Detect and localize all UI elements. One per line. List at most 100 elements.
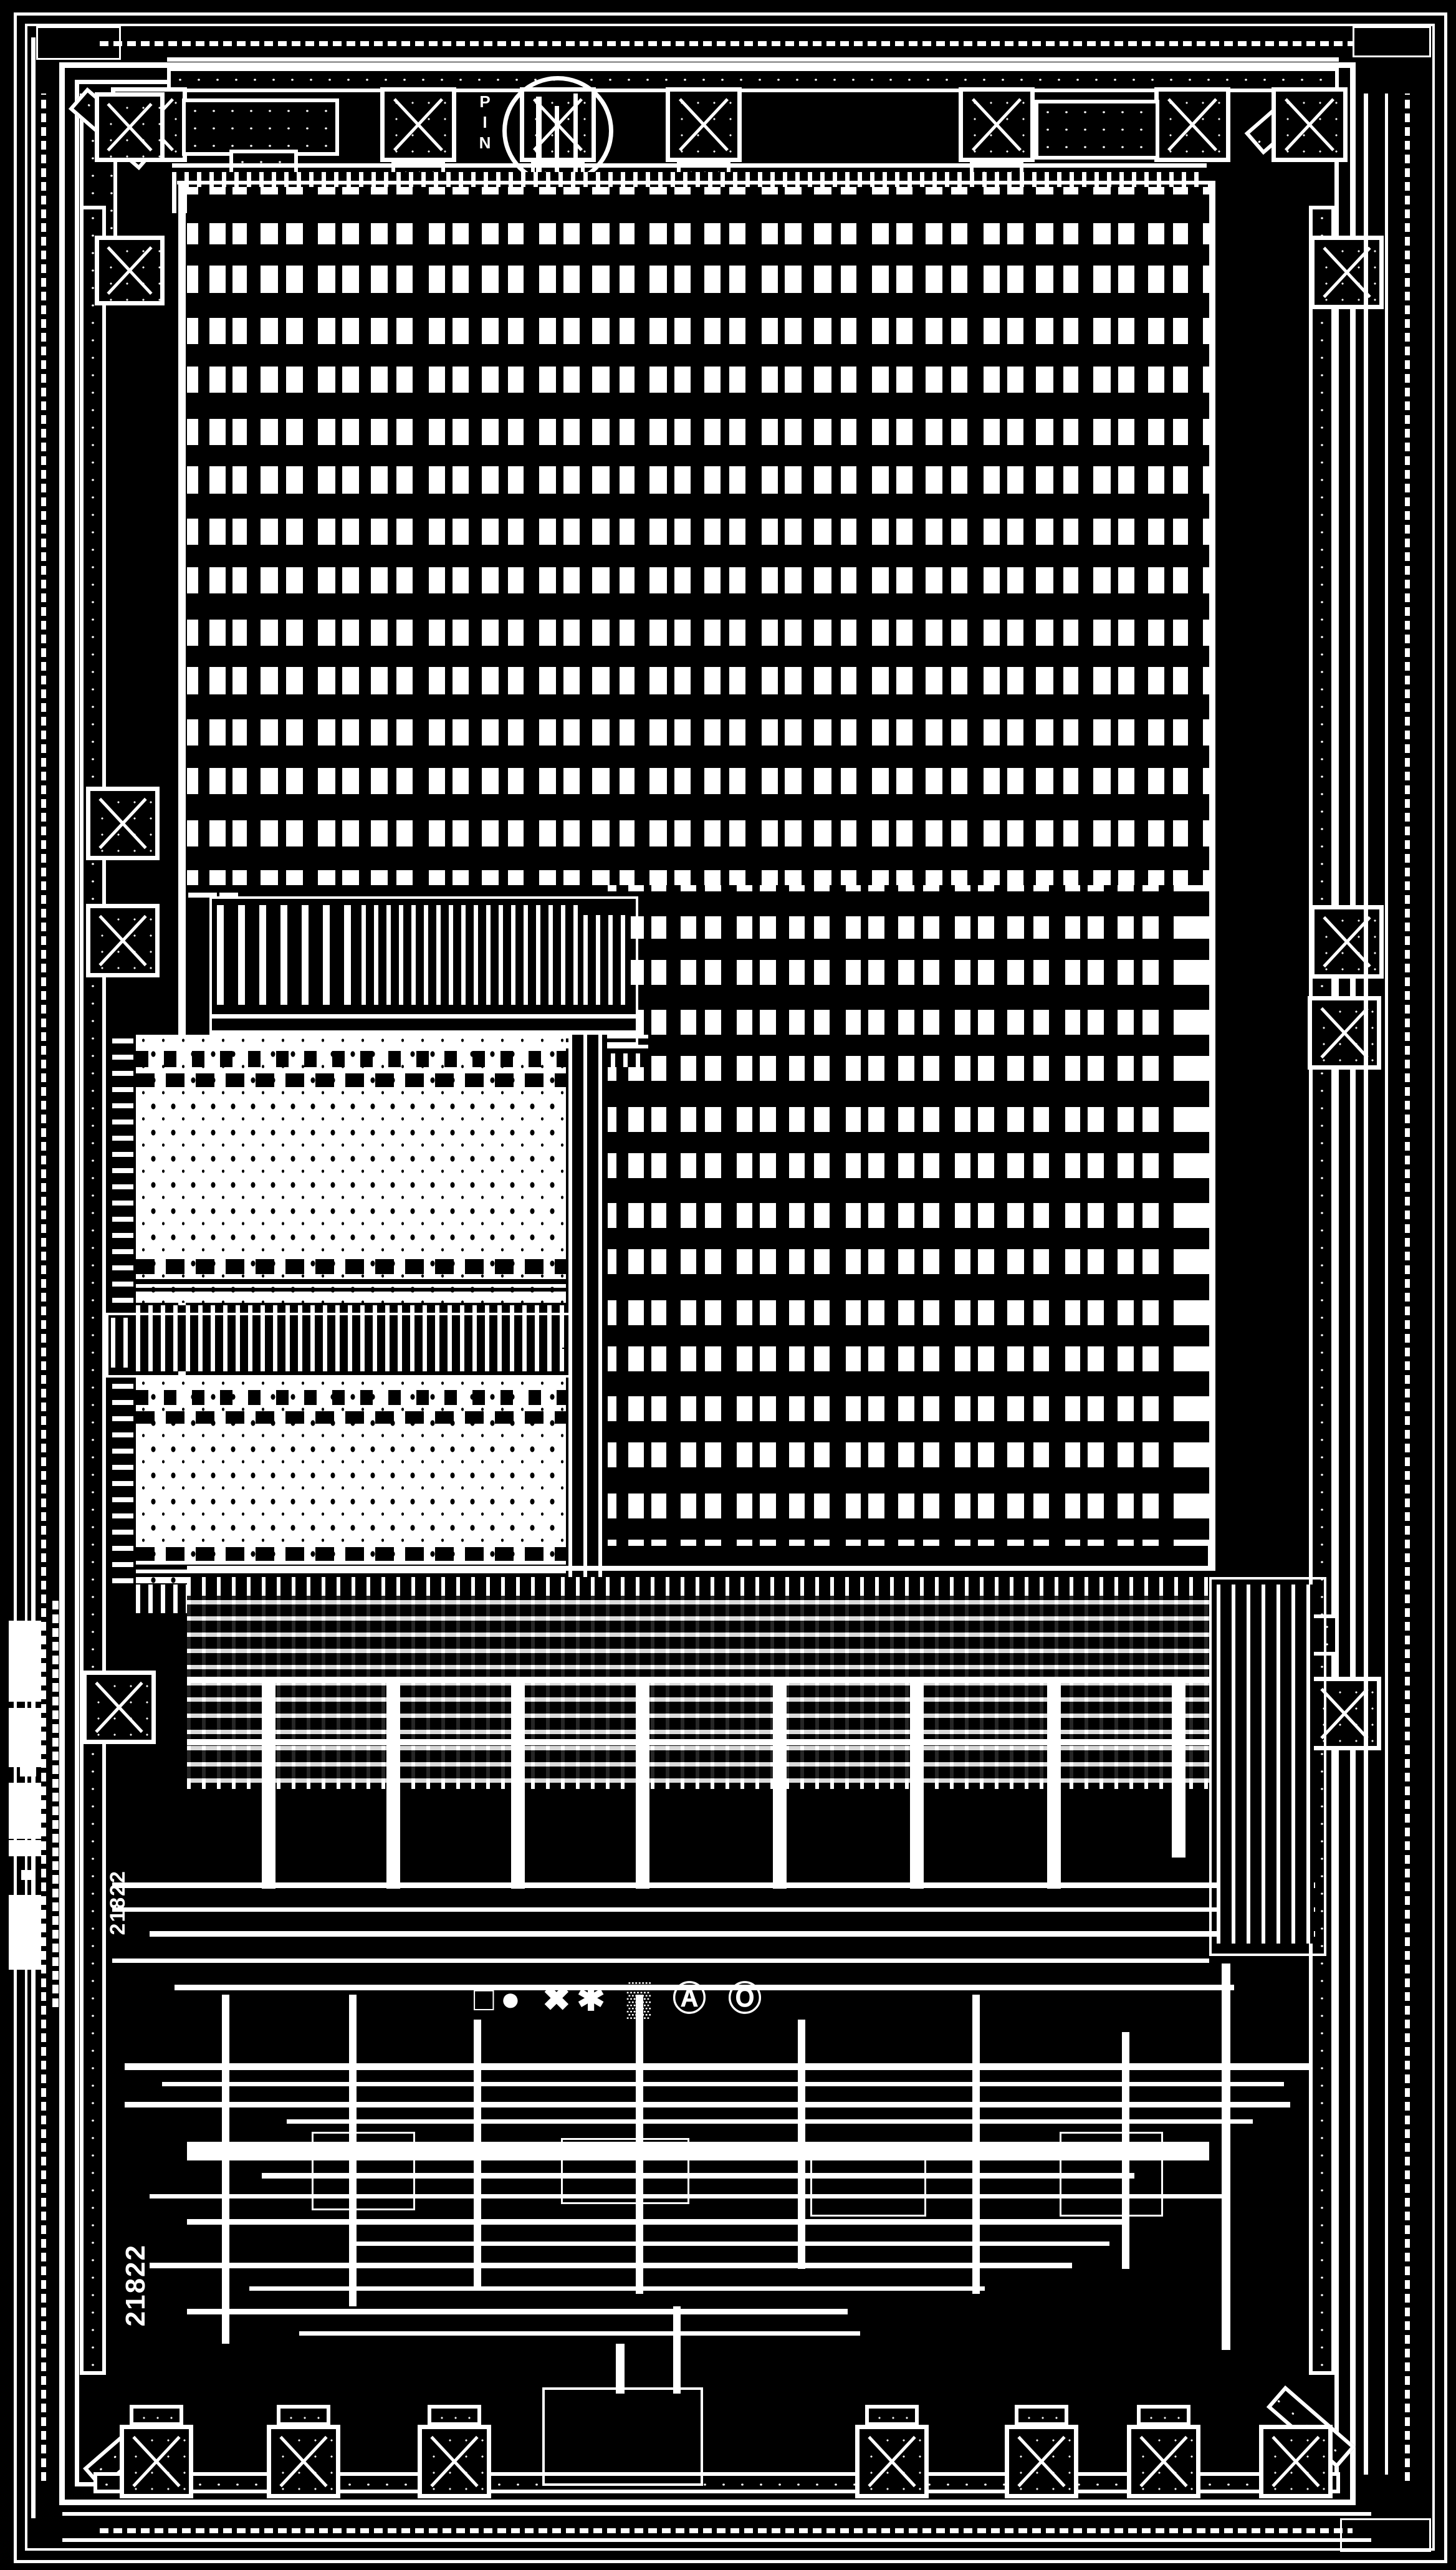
global-bus-line	[187, 2219, 1122, 2225]
global-bus-line	[150, 2263, 1072, 2268]
bottom-center-stub	[616, 2344, 625, 2394]
bus-drop	[1122, 2032, 1129, 2269]
scribe-dashed-rail	[52, 1596, 59, 2007]
bus-funnel	[773, 1683, 787, 1889]
seal-ring-top	[59, 62, 1356, 68]
bond-pad[interactable]	[86, 787, 160, 860]
bond-pad[interactable]	[1259, 2425, 1333, 2498]
pad-metal-strap	[182, 98, 339, 156]
bus-field-block	[312, 2132, 415, 2210]
guard-rail-right	[1364, 93, 1368, 2475]
core-right-rail	[1208, 181, 1215, 1571]
bottom-bus-line	[62, 2512, 1371, 2516]
bond-pad-tab	[428, 2405, 481, 2426]
pla-output-comb	[583, 915, 631, 1009]
bond-pad[interactable]	[86, 904, 160, 977]
bottom-center-structure	[542, 2387, 703, 2486]
bond-pad[interactable]	[267, 2425, 340, 2498]
top-bus-line	[167, 57, 1339, 62]
global-bus-line	[175, 1985, 1234, 1990]
scribe-dash-bottom	[100, 2528, 1353, 2533]
global-bus-line	[112, 1907, 1315, 1912]
global-bus-line	[299, 2331, 860, 2336]
bus-drop	[222, 1995, 229, 2344]
corner-mark-tr	[1353, 26, 1431, 57]
bond-pad[interactable]	[1272, 87, 1348, 162]
bond-pad-tab	[277, 2405, 330, 2426]
bond-pad[interactable]	[1005, 2425, 1078, 2498]
bus-field-block	[561, 2138, 689, 2204]
bond-pad[interactable]	[1308, 996, 1381, 1070]
power-rail-right	[1309, 206, 1335, 2375]
scribe-frame-inner	[25, 24, 1435, 2551]
global-bus-line	[150, 1931, 1315, 1937]
seal-ring-right	[1350, 62, 1356, 2505]
bus-field-block	[1060, 2132, 1163, 2217]
memory-array-upper	[136, 1035, 566, 1303]
global-bus-line	[262, 2173, 1134, 2179]
global-bus-line	[187, 2142, 1209, 2160]
pad-feeder	[555, 106, 559, 199]
seal-ring-bottom	[59, 2500, 1356, 2505]
global-bus-line	[249, 2286, 985, 2291]
pad-feeder	[573, 93, 578, 203]
bottom-center-stub	[673, 2306, 681, 2394]
mask-id-text-vertical-2: 21822	[106, 1870, 130, 1935]
bond-pad[interactable]	[418, 2425, 491, 2498]
bond-pad[interactable]	[1127, 2425, 1200, 2498]
test-structure	[9, 1708, 45, 1767]
array-row-decoder-upper	[112, 1035, 133, 1303]
bond-pad[interactable]	[95, 236, 165, 305]
routing-channel-horizontal	[187, 1596, 1209, 1783]
array-gap-comb	[111, 1318, 562, 1368]
bond-pad-tab	[130, 2405, 183, 2426]
power-rail-left	[80, 206, 106, 2375]
random-logic-core-right	[608, 885, 1209, 1546]
scribe-dash-right	[1405, 93, 1410, 2481]
test-structure	[9, 1840, 45, 1856]
seal-ring2-right	[1334, 80, 1339, 2486]
bond-pad[interactable]	[120, 2425, 193, 2498]
bus-funnel	[1047, 1683, 1061, 1889]
power-block-fingers	[1217, 1585, 1314, 1944]
bond-pad[interactable]	[82, 1671, 156, 1744]
bond-pad[interactable]	[1310, 236, 1384, 309]
pad-feeder	[536, 97, 542, 203]
bond-pad[interactable]	[95, 92, 165, 162]
routing-rail	[187, 1739, 1209, 1745]
test-structure	[9, 1783, 45, 1839]
memory-array-lower	[136, 1378, 566, 1583]
seal-ring2-left	[75, 80, 79, 2486]
bond-pad[interactable]	[855, 2425, 929, 2498]
bottom-bus-line2	[62, 2538, 1371, 2542]
bond-pad[interactable]	[380, 87, 456, 162]
bus-field-block	[810, 2144, 926, 2217]
global-bus-line	[112, 1959, 1209, 1963]
bond-pad-tab	[1137, 2405, 1190, 2426]
scribe-frame-outer	[14, 12, 1447, 2563]
bus-drop	[798, 2020, 805, 2269]
corner-mark-br	[1340, 2518, 1431, 2552]
scribe-dash-left	[41, 93, 46, 2481]
routing-channel-top-line	[187, 1566, 1209, 1571]
bond-pad[interactable]	[666, 87, 742, 162]
bond-pad[interactable]	[1310, 905, 1384, 979]
bus-funnel	[1172, 1683, 1185, 1858]
bus-funnel	[386, 1683, 400, 1889]
bus-drop	[636, 1995, 643, 2294]
bus-drop	[474, 2020, 481, 2288]
power-block-lower-right	[1209, 1577, 1326, 1956]
global-bus-line	[112, 1882, 1315, 1888]
bus-drop	[972, 1995, 980, 2294]
bond-pad[interactable]	[1154, 87, 1230, 162]
pad-metal-strap	[1035, 100, 1159, 160]
bus-funnel	[511, 1683, 525, 1889]
pla-output-bus	[212, 1005, 636, 1035]
bond-pad-tab	[865, 2405, 919, 2426]
global-bus-line	[349, 2242, 1109, 2246]
bus-funnel	[262, 1683, 275, 1889]
global-bus-line	[287, 2119, 1253, 2124]
global-bus-line	[125, 2063, 1309, 2070]
array-bitline-bus	[568, 1035, 607, 1583]
bond-pad[interactable]	[959, 87, 1035, 162]
